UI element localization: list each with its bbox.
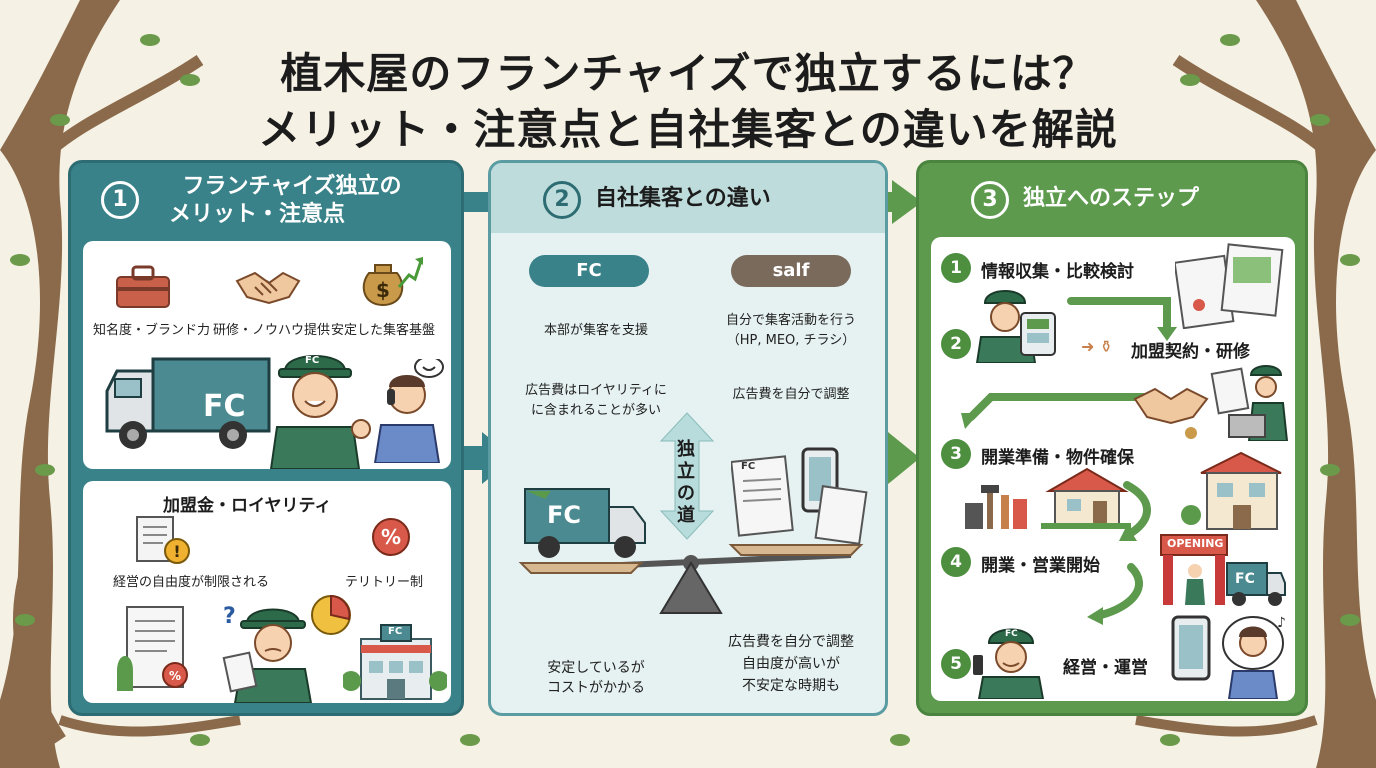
fc-summary-line2: コストがかかる [547, 680, 645, 696]
shop-house-icon [1041, 467, 1131, 529]
road-char-4: 道 [677, 505, 695, 526]
merits-card: $ 知名度・ブランド力 研修・ノウハウ提供 安定した集客基盤 FC FC [83, 241, 451, 469]
opening-shop-icon [1160, 534, 1286, 606]
step5-label: 経営・運営 [1063, 658, 1148, 678]
self-point-marketing-line1: 自分で集客活動を行う [725, 313, 856, 328]
step4-label: 開業・営業開始 [981, 556, 1100, 576]
contract-document-icon: % [117, 606, 188, 691]
worker-thumbsup-icon [269, 355, 371, 469]
fc-pill: FC [529, 255, 649, 287]
road-char-1: 独 [677, 439, 695, 460]
steps-card: 1 情報収集・比較検討 2 ➜ ⚱ 加盟契約・研修 [931, 237, 1295, 701]
page-title-line1: 植木屋のフランチャイズで独立するには？ [280, 49, 1096, 98]
self-point-ads: 広告費を自分で調整 [732, 387, 850, 402]
merit-customers: 安定した集客基盤 [331, 323, 436, 338]
fc-point-ads-line2: に含まれることが多い [530, 403, 661, 418]
self-point-marketing-line2: （HP, MEO, チラシ） [726, 333, 856, 348]
step1-label: 情報収集・比較検討 [981, 262, 1134, 282]
independence-road-arrow [659, 412, 715, 540]
section-merits-cautions: 1 フランチャイズ独立の メリット・注意点 $ 知名度・ブランド力 研修・ノウハ… [68, 160, 464, 716]
step1-number: 1 [941, 253, 971, 283]
section-steps: 3 独立へのステップ 1 情報収集・比較検討 [916, 160, 1308, 716]
flyers-phone-icon [731, 447, 868, 545]
section2-title: 自社集客との違い [595, 186, 771, 211]
scale-truck-fc-label: FC [547, 501, 582, 529]
fc-truck-icon [105, 357, 271, 449]
worker-tablet-icon [975, 290, 1056, 363]
fc-building-icon [343, 624, 447, 700]
percent-icon: % [372, 518, 410, 556]
step3-label: 開業準備・物件確保 [981, 448, 1134, 468]
scale-truck-icon [524, 488, 646, 558]
customer-call-icon: ♪ [1171, 615, 1286, 699]
step4-truck-fc-label: FC [1235, 571, 1255, 587]
svg-text:%: % [169, 669, 181, 683]
contract-arrow-icon: ➜ ⚱ [1081, 337, 1113, 356]
self-summary-line3: 不安定な時期も [742, 678, 840, 694]
merit-brand: 知名度・ブランド力 [93, 323, 211, 338]
handshake-contract-icon [1133, 365, 1289, 441]
step5-number: 5 [941, 649, 971, 679]
road-char-2: 立 [677, 461, 695, 482]
documents-icon [1175, 243, 1284, 329]
section1-number: 1 [101, 181, 139, 219]
worker-confused-icon: ? [222, 604, 313, 703]
money-bag-icon: $ [362, 257, 423, 307]
fc-point-ads-line1: 広告費はロイヤリティに [525, 383, 667, 398]
section3-number: 3 [971, 181, 1009, 219]
handshake-icon [235, 271, 301, 305]
pie-chart-icon [311, 594, 351, 635]
fc-point-support: 本部が集客を支援 [543, 323, 648, 338]
caution-title: 加盟金・ロイヤリティ [163, 496, 332, 516]
caution-territory: テリトリー制 [345, 575, 424, 590]
section1-title-line1: フランチャイズ独立の [182, 174, 402, 199]
step4-number: 4 [941, 547, 971, 577]
step3-number: 3 [941, 439, 971, 469]
building-property-icon [1181, 451, 1282, 530]
step-flow-arrows [961, 297, 1177, 625]
svg-text:!: ! [173, 542, 180, 561]
worker-phone-icon [973, 628, 1045, 699]
svg-text:$: $ [376, 278, 390, 302]
step2-number: 2 [941, 329, 971, 359]
toolbox-icon [116, 265, 170, 308]
section-comparison: 2 自社集客との違い FC salf 本部が集客を支援 自分で集客活動を行う （… [488, 160, 888, 716]
document-warning-icon: ! [136, 516, 190, 564]
svg-text:%: % [381, 525, 401, 549]
tools-icon [965, 485, 1027, 529]
customer-phone-icon [373, 359, 444, 463]
section2-number: 2 [543, 181, 581, 219]
step2-label: 加盟契約・研修 [1131, 342, 1250, 362]
road-char-3: の [677, 483, 695, 504]
truck-fc-label: FC [203, 389, 246, 424]
page-title-line2: メリット・注意点と自社集客との違いを解説 [258, 105, 1118, 154]
building-fc-label: FC [388, 626, 403, 637]
self-summary-line2: 自由度が高いが [742, 656, 840, 672]
self-summary-line1: 広告費を自分で調整 [728, 634, 854, 650]
section1-title-line2: メリット・注意点 [168, 202, 345, 227]
step5-cap-fc-label: FC [1005, 629, 1018, 639]
svg-text:?: ? [223, 604, 236, 629]
svg-text:♪: ♪ [1277, 615, 1286, 631]
cautions-card: 加盟金・ロイヤリティ ! % 経営の自由度が制限される テリトリー制 % [83, 481, 451, 703]
flyer-fc-label: FC [741, 461, 756, 472]
opening-sign: OPENING [1167, 537, 1224, 550]
fc-summary-line1: 安定しているが [547, 660, 645, 676]
merit-training: 研修・ノウハウ提供 [213, 323, 331, 338]
self-pill: salf [731, 255, 851, 287]
cap-fc-label: FC [305, 355, 320, 366]
balance-scale-icon [518, 544, 864, 614]
section3-title: 独立へのステップ [1023, 186, 1200, 211]
caution-freedom: 経営の自由度が制限される [113, 575, 270, 590]
